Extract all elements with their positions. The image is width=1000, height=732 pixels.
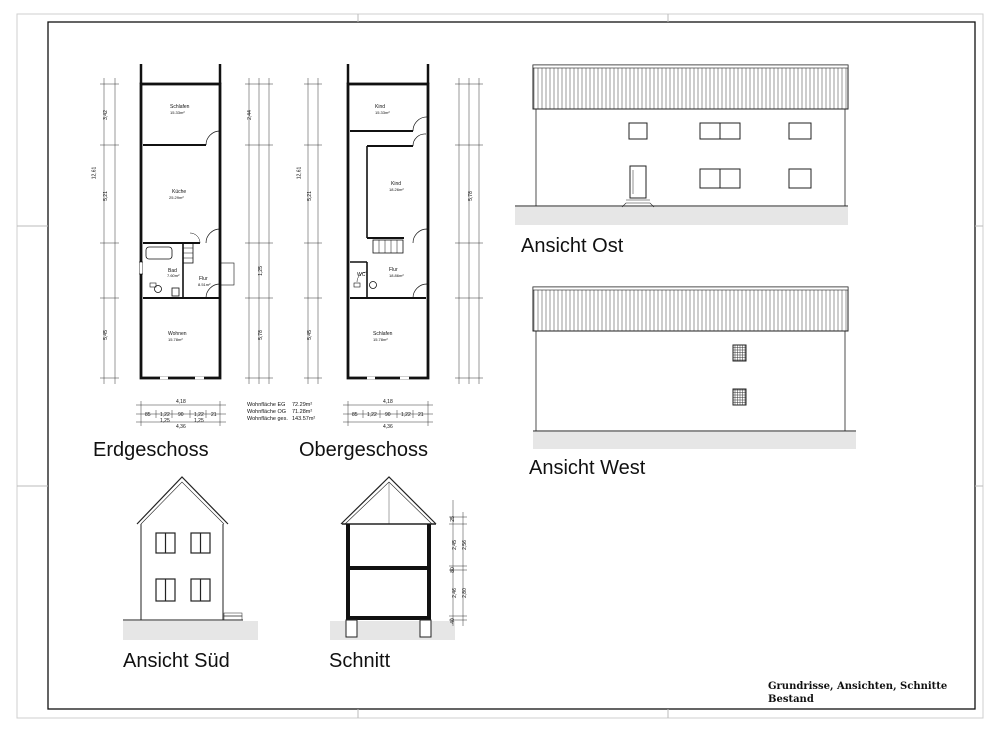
title-block-line-2: Bestand bbox=[768, 694, 814, 705]
area-og-label: Wohnfläche OG bbox=[247, 409, 287, 415]
caption-schnitt: Schnitt bbox=[329, 650, 391, 672]
section-dim-4: 80 bbox=[449, 567, 456, 573]
dim-eg-d: 1,22 bbox=[194, 412, 204, 418]
dim-og-e: 21 bbox=[418, 412, 424, 418]
dim-og-p4: 5,78 bbox=[467, 191, 474, 201]
door bbox=[629, 165, 647, 199]
dim-og-total-width: 4,36 bbox=[383, 424, 393, 430]
dim-og-total: 12,61 bbox=[296, 166, 303, 180]
dimension-chain-og-bottom bbox=[343, 401, 433, 426]
dim-eg-f: 1,25 bbox=[160, 418, 170, 424]
dim-eg-low: 5,45 bbox=[102, 330, 109, 340]
dimension-chain-eg-right bbox=[245, 78, 273, 384]
floor-plan-obergeschoss bbox=[346, 64, 430, 380]
dim-eg-g: 1,25 bbox=[194, 418, 204, 424]
dim-eg-total: 12,61 bbox=[91, 166, 98, 180]
area-ges-label: Wohnfläche ges. bbox=[247, 416, 288, 422]
room-area-schlafen-og: 15.78m² bbox=[373, 337, 388, 342]
section-schnitt bbox=[330, 476, 467, 640]
section-dim-3: 2,56 bbox=[461, 540, 468, 550]
caption-ansicht-ost: Ansicht Ost bbox=[521, 235, 624, 257]
dim-eg-p2: 2,44 bbox=[246, 110, 253, 120]
dim-eg-p1: 3,42 bbox=[102, 110, 109, 120]
section-dim-1: 25 bbox=[449, 516, 456, 522]
dimension-chain-eg-bottom bbox=[136, 401, 226, 426]
elevation-sued bbox=[123, 476, 258, 640]
room-area-bad: 7.60m² bbox=[167, 273, 180, 278]
window bbox=[628, 122, 648, 140]
dim-eg-total-width: 4,36 bbox=[176, 424, 186, 430]
area-eg-label: Wohnfläche EG bbox=[247, 402, 286, 408]
dim-og-d: 1,22 bbox=[401, 412, 411, 418]
room-area-flur: 8.51m² bbox=[198, 282, 211, 287]
area-og-value: 71.28m² bbox=[292, 409, 313, 415]
caption-erdgeschoss: Erdgeschoss bbox=[93, 439, 209, 461]
section-dim-6: 2,80 bbox=[461, 588, 468, 598]
room-area-flur-og: 18.86m² bbox=[389, 273, 404, 278]
room-label-wohnen: Wohnen bbox=[168, 331, 187, 337]
room-label-schlafen-og: Schlafen bbox=[373, 331, 393, 337]
elevation-west bbox=[532, 286, 856, 449]
dim-og-b: 1,22 bbox=[367, 412, 377, 418]
window bbox=[732, 388, 747, 406]
floor-plan-erdgeschoss bbox=[139, 64, 235, 380]
section-dim-2: 2,45 bbox=[451, 540, 458, 550]
window bbox=[732, 344, 747, 362]
caption-ansicht-west: Ansicht West bbox=[529, 457, 646, 479]
caption-obergeschoss: Obergeschoss bbox=[299, 439, 428, 461]
room-label-wc: WC bbox=[357, 272, 366, 278]
elevation-ost bbox=[515, 64, 849, 225]
room-label-kueche: Küche bbox=[172, 189, 187, 195]
caption-ansicht-sued: Ansicht Süd bbox=[123, 650, 230, 672]
dim-eg-inner: 4,18 bbox=[176, 399, 186, 405]
room-label-bad: Bad bbox=[168, 268, 177, 274]
dimension-chain-eg-left bbox=[100, 78, 119, 384]
room-area-kueche: 25.29m² bbox=[169, 195, 184, 200]
dim-eg-mid: 5,21 bbox=[102, 191, 109, 201]
dim-og-inner: 4,18 bbox=[383, 399, 393, 405]
dim-eg-a: 85 bbox=[145, 412, 151, 418]
dim-eg-c: 90 bbox=[178, 412, 184, 418]
room-area-schlafen: 15.33m² bbox=[170, 110, 185, 115]
section-dim-5: 2,46 bbox=[451, 588, 458, 598]
dim-og-a: 85 bbox=[352, 412, 358, 418]
area-ges-value: 143.57m² bbox=[292, 416, 316, 422]
room-label-flur: Flur bbox=[199, 276, 208, 282]
dim-eg-b: 1,22 bbox=[160, 412, 170, 418]
room-label-kind-2: Kind bbox=[391, 181, 402, 187]
room-area-kind-2: 18.26m² bbox=[389, 187, 404, 192]
dim-eg-p3: 1,25 bbox=[257, 266, 264, 276]
room-label-kind-1: Kind bbox=[375, 104, 386, 110]
dimension-chain-og-right bbox=[455, 78, 483, 384]
dim-eg-p4: 5,78 bbox=[257, 330, 264, 340]
dim-og-low: 5,45 bbox=[306, 330, 313, 340]
room-label-flur-og: Flur bbox=[389, 267, 398, 273]
sheet-frame bbox=[16, 13, 984, 719]
room-label-schlafen: Schlafen bbox=[170, 104, 190, 110]
window bbox=[788, 168, 812, 189]
dim-eg-e: 21 bbox=[211, 412, 217, 418]
area-eg-value: 72.29m² bbox=[292, 402, 313, 408]
title-block-line-1: Grundrisse, Ansichten, Schnitte bbox=[768, 681, 948, 692]
dimension-chain-og-left bbox=[304, 78, 322, 384]
dim-og-c: 90 bbox=[385, 412, 391, 418]
title-block: Grundrisse, Ansichten, Schnitte Bestand bbox=[768, 680, 947, 706]
section-dim-7: 40 bbox=[449, 618, 456, 624]
room-area-wohnen: 15.78m² bbox=[168, 337, 183, 342]
room-area-kind-1: 15.33m² bbox=[375, 110, 390, 115]
window bbox=[788, 122, 812, 140]
dim-og-mid: 5,21 bbox=[306, 191, 313, 201]
